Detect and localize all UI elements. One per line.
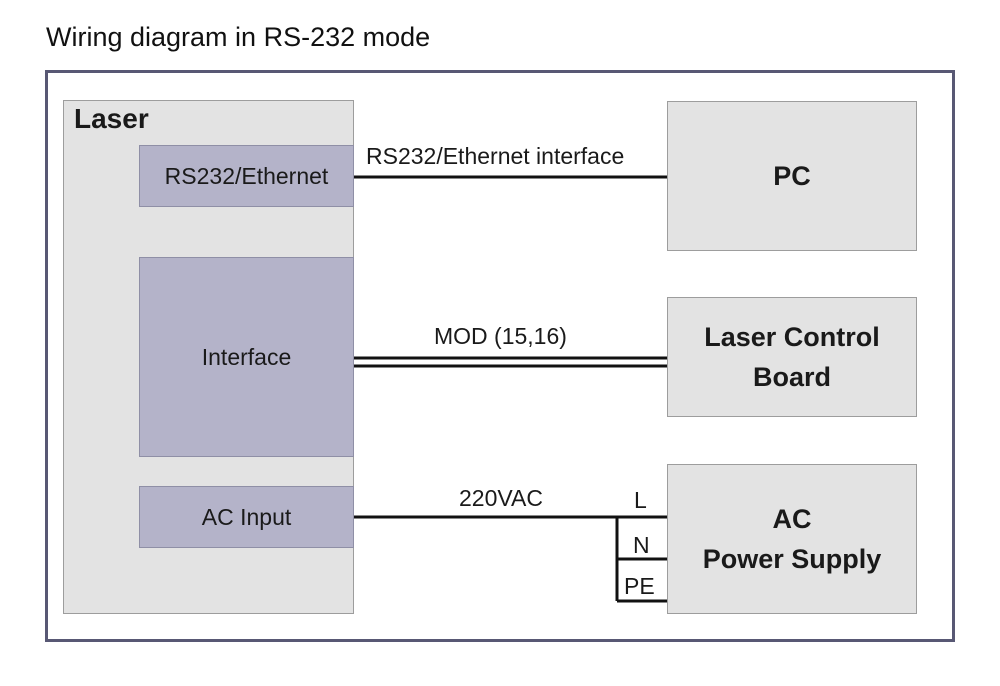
- interface-port: Interface: [139, 257, 354, 457]
- terminal-n-label: N: [633, 532, 650, 558]
- laser-control-board-box: Laser Control Board: [667, 297, 917, 417]
- power-supply-line2: Power Supply: [702, 544, 882, 574]
- ac-connection-label: 220VAC: [459, 485, 543, 511]
- ac-power-supply-box: AC Power Supply: [667, 464, 917, 614]
- control-board-line2: Board: [752, 362, 831, 392]
- rs232-connection-label: RS232/Ethernet interface: [366, 143, 625, 169]
- terminal-pe-label: PE: [624, 573, 655, 599]
- diagram-title: Wiring diagram in RS-232 mode: [46, 22, 431, 52]
- terminal-l-label: L: [634, 487, 647, 513]
- control-board-line1: Laser Control: [704, 322, 880, 352]
- power-supply-line1: AC: [772, 504, 812, 534]
- mod-connection-label: MOD (15,16): [434, 323, 567, 349]
- rs232-ethernet-port: RS232/Ethernet: [139, 145, 354, 207]
- pc-box: PC: [667, 101, 917, 251]
- laser-label: Laser: [74, 103, 149, 134]
- ac-input-port: AC Input: [139, 486, 354, 548]
